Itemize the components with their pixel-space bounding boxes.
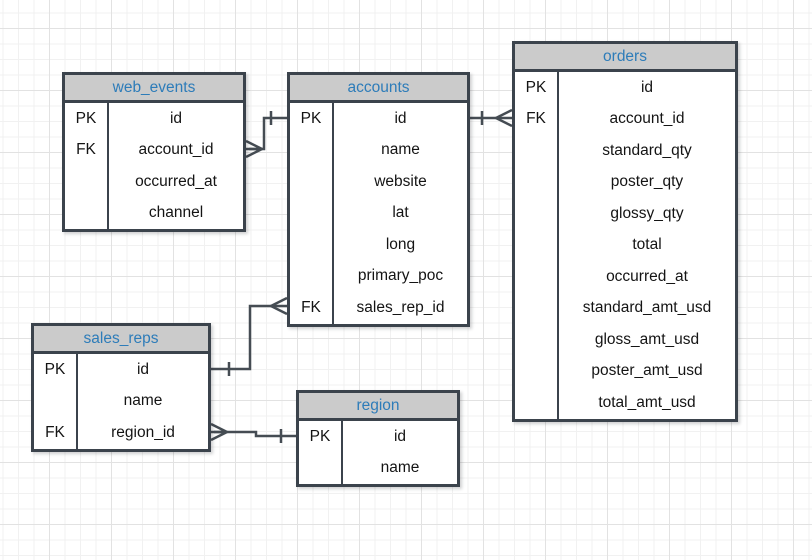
field-key-label: PK <box>75 109 97 127</box>
field-key-label <box>515 261 557 293</box>
field-name: primary_poc <box>357 267 444 285</box>
field-name: website <box>374 172 427 190</box>
field-name: name <box>380 459 420 477</box>
field-name: region_id <box>111 423 175 441</box>
crow-foot-many-icon <box>210 422 228 442</box>
field-name: id <box>169 109 183 127</box>
field-name: poster_amt_usd <box>591 362 703 380</box>
field-name: id <box>640 78 654 96</box>
key-column: PK FK <box>515 72 559 419</box>
crow-foot-many-icon <box>495 108 513 128</box>
connector-web_events-accounts[interactable] <box>245 111 287 159</box>
field-key-label <box>290 135 332 167</box>
field-name: glossy_qty <box>610 204 684 222</box>
field-name: name <box>381 141 420 159</box>
field-name: name <box>123 392 163 410</box>
table-title: accounts <box>290 75 467 103</box>
field-name: standard_qty <box>602 141 692 159</box>
field-key-label <box>515 135 557 167</box>
connector-accounts-sales_reps[interactable] <box>211 296 288 376</box>
field-key-label <box>34 386 76 418</box>
field-name: account_id <box>138 141 214 159</box>
connector-line <box>211 304 287 371</box>
table-title: region <box>299 393 457 421</box>
field-key-label <box>65 166 107 198</box>
field-name: occurred_at <box>135 172 217 190</box>
field-name: total <box>632 236 662 254</box>
field-key-label: PK <box>44 360 66 378</box>
field-key-label <box>515 198 557 230</box>
key-column: PK <box>299 421 343 484</box>
connector-orders-accounts[interactable] <box>470 108 513 128</box>
field-key-label: PK <box>525 78 547 96</box>
connector-line <box>214 430 296 438</box>
field-name: standard_amt_usd <box>582 299 712 317</box>
field-name: channel <box>148 204 204 222</box>
crow-foot-many-icon <box>245 139 263 159</box>
field-key-label <box>299 453 341 485</box>
field-key-label <box>515 293 557 325</box>
field-name: sales_rep_id <box>356 298 445 316</box>
field-key-label <box>515 324 557 356</box>
field-key-label <box>65 198 107 230</box>
field-key-label <box>515 167 557 199</box>
field-key-label: PK <box>309 427 331 445</box>
table-title: sales_reps <box>34 326 208 354</box>
field-key-label <box>290 166 332 198</box>
field-name: id <box>393 427 407 445</box>
field-key-label: PK <box>300 109 322 127</box>
key-column: PK FK <box>65 103 109 229</box>
field-name: lat <box>392 204 409 222</box>
table-body: PK id name <box>299 421 457 484</box>
field-key-label <box>290 261 332 293</box>
field-key-label: FK <box>45 423 65 441</box>
key-column: PK FK <box>34 354 78 449</box>
field-name: total_amt_usd <box>598 393 696 411</box>
field-key-label <box>515 230 557 262</box>
crow-foot-many-icon <box>270 296 288 316</box>
field-key-label: FK <box>301 298 321 316</box>
field-name: gloss_amt_usd <box>594 330 700 348</box>
field-key-label: FK <box>76 141 96 159</box>
field-name: id <box>136 360 150 378</box>
field-key-label <box>290 198 332 230</box>
field-column: id name <box>343 421 457 484</box>
connector-sales_reps-region[interactable] <box>210 422 296 443</box>
field-key-label <box>290 229 332 261</box>
field-column: id name website lat long primary_poc sales_rep… <box>334 103 467 324</box>
table-title: web_events <box>65 75 243 103</box>
field-name: account_id <box>609 110 685 128</box>
field-name: id <box>394 109 407 127</box>
field-key-label: FK <box>526 110 546 128</box>
table-title: orders <box>515 44 735 72</box>
field-name: occurred_at <box>606 267 688 285</box>
field-column: id name region_id <box>78 354 208 449</box>
field-name: long <box>385 235 416 253</box>
key-column: PK FK <box>290 103 334 324</box>
table-body: PK FK id name region_id <box>34 354 208 449</box>
field-key-label <box>515 387 557 419</box>
field-key-label <box>515 356 557 388</box>
field-name: poster_qty <box>610 173 684 191</box>
